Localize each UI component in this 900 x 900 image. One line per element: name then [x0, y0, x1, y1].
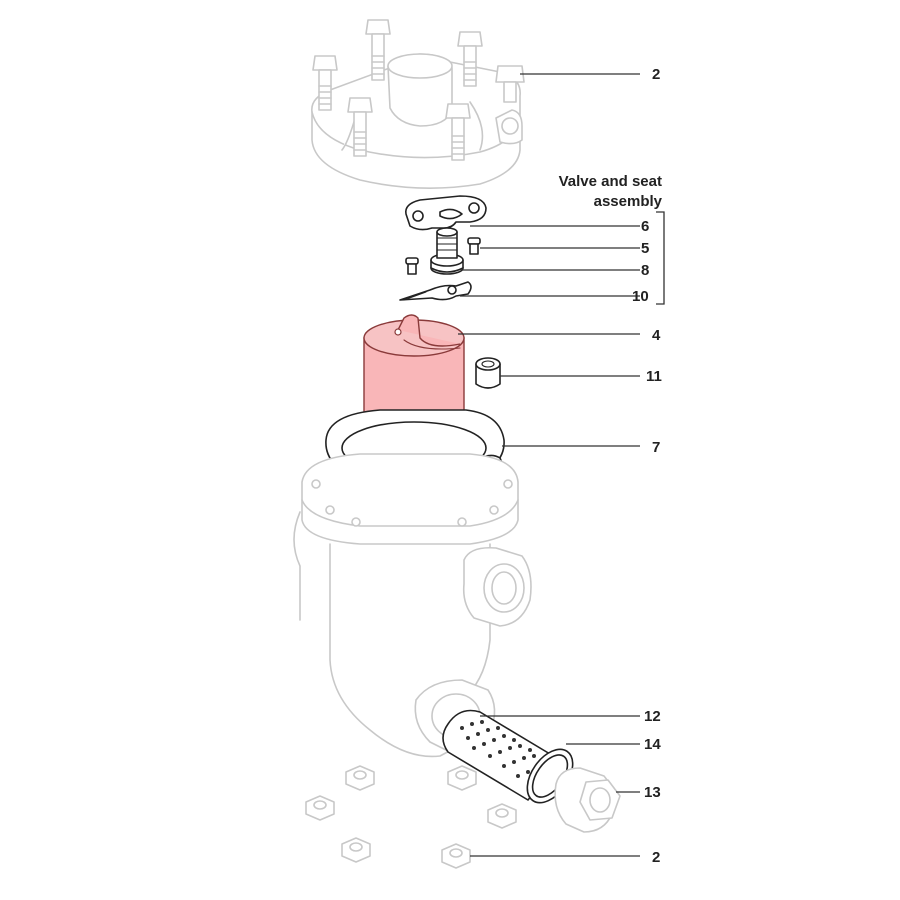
nut [341, 837, 371, 863]
leader-lines [458, 73, 665, 857]
callout-10: 10 [632, 288, 649, 305]
seat-screw [405, 257, 419, 275]
nut [447, 765, 477, 791]
valve-seat [430, 227, 464, 275]
callout-2-bottom: 2 [652, 849, 660, 866]
bolt [312, 55, 338, 111]
callout-11: 11 [646, 368, 662, 385]
group-heading-line-1: Valve and seat [559, 173, 662, 190]
nuts [305, 765, 517, 869]
callout-labels: Valve and seat assembly 2 6 5 8 10 4 11 … [559, 66, 663, 866]
valve-seat-assembly [399, 195, 487, 301]
top-cover [311, 53, 523, 189]
callout-14: 14 [644, 736, 661, 753]
seat-screw [467, 237, 481, 255]
nut [487, 803, 517, 829]
nut [305, 795, 335, 821]
bolt [457, 31, 483, 87]
callout-7: 7 [652, 439, 660, 456]
bush [475, 357, 501, 389]
valve-lever [399, 281, 472, 301]
seat-plate [404, 195, 487, 231]
callout-8: 8 [641, 262, 649, 279]
drain-plug [554, 767, 621, 833]
callout-12: 12 [644, 708, 661, 725]
valve-body [293, 453, 532, 758]
group-heading-line-2: assembly [594, 193, 663, 210]
bolt [445, 103, 471, 161]
callout-5: 5 [641, 240, 649, 257]
callout-4: 4 [652, 327, 661, 344]
callout-2-top: 2 [652, 66, 660, 83]
bolt [347, 97, 373, 157]
bolt-callout-2 [495, 65, 525, 103]
strainer [442, 709, 574, 804]
nut [345, 765, 375, 791]
callout-6: 6 [641, 218, 649, 235]
callout-13: 13 [644, 784, 661, 801]
bolt [365, 19, 391, 81]
top-bolts [312, 19, 525, 161]
nut-callout-2 [441, 843, 471, 869]
